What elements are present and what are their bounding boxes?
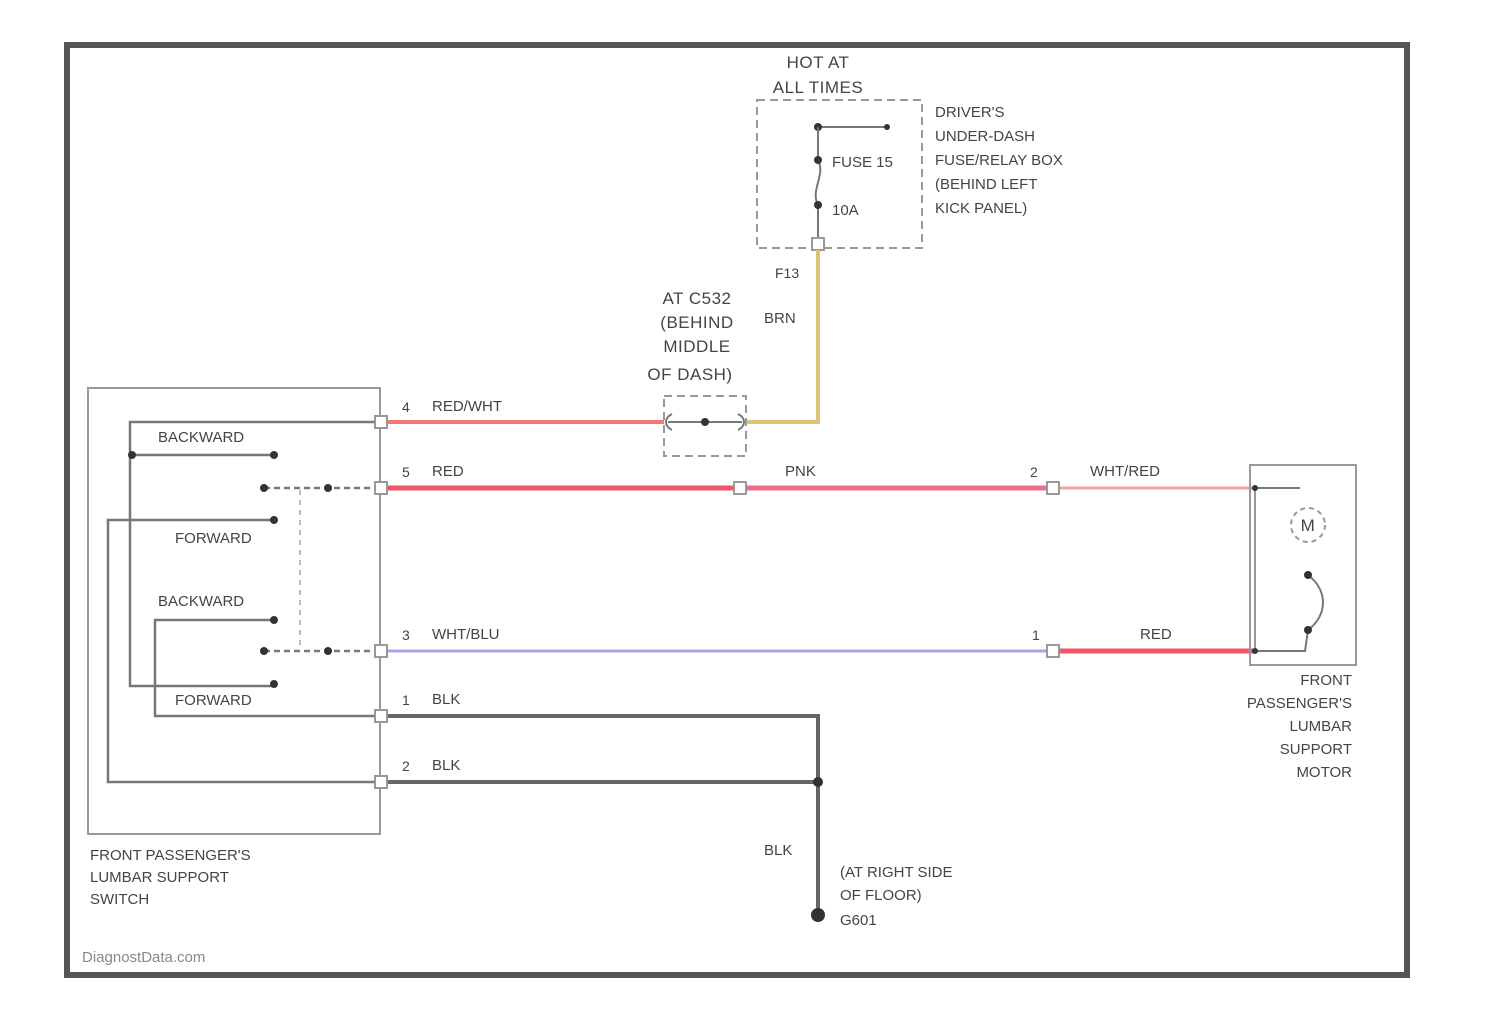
switch-terminal-1 bbox=[375, 710, 387, 722]
motor-label-4: SUPPORT bbox=[1280, 741, 1352, 758]
motor-node bbox=[1304, 626, 1312, 634]
fuse-pin-label: F13 bbox=[775, 265, 799, 281]
splice-label-3: MIDDLE bbox=[663, 337, 730, 356]
diagram-frame bbox=[67, 45, 1407, 975]
fuse-box-label-3: FUSE/RELAY BOX bbox=[935, 152, 1063, 169]
fuse-bottom-node bbox=[814, 201, 822, 209]
fuse-relay-box bbox=[757, 100, 922, 248]
ground-label-2: OF FLOOR) bbox=[840, 887, 922, 904]
switch-node bbox=[324, 484, 332, 492]
switch-terminal-3 bbox=[375, 645, 387, 657]
wire-wht-blu-label: WHT/BLU bbox=[432, 626, 500, 643]
motor-node bbox=[1252, 648, 1258, 654]
wire-blk-ground-label: BLK bbox=[764, 842, 792, 859]
switch-node bbox=[270, 516, 278, 524]
wire-red-label: RED bbox=[432, 463, 464, 480]
fuse-box-label-2: UNDER-DASH bbox=[935, 128, 1035, 145]
splice-label-1: AT C532 bbox=[662, 289, 731, 308]
fuse-box-terminal bbox=[812, 238, 824, 250]
pin-3-label: 3 bbox=[402, 627, 410, 643]
switch-label-1: FRONT PASSENGER'S bbox=[90, 847, 251, 864]
switch-node bbox=[128, 451, 136, 459]
motor-lead-bottom bbox=[1255, 630, 1308, 651]
motor-label-1: FRONT bbox=[1300, 672, 1352, 689]
wire-wht-red-label: WHT/RED bbox=[1090, 463, 1160, 480]
switch-node bbox=[260, 484, 268, 492]
pin-5-label: 5 bbox=[402, 464, 410, 480]
switch-label-3: SWITCH bbox=[90, 891, 149, 908]
splice-label-4: OF DASH) bbox=[647, 365, 732, 384]
switch-terminal-5 bbox=[375, 482, 387, 494]
fuse-box-label-5: KICK PANEL) bbox=[935, 200, 1027, 217]
lumbar-motor-box bbox=[1250, 465, 1356, 665]
hot-label-line-2: ALL TIMES bbox=[773, 78, 863, 97]
ground-point bbox=[811, 908, 825, 922]
splice-node bbox=[701, 418, 709, 426]
switch-label-2: LUMBAR SUPPORT bbox=[90, 869, 229, 886]
switch-node bbox=[324, 647, 332, 655]
switch-pos-backward-2: BACKWARD bbox=[158, 593, 244, 610]
wire-red-motor-label: RED bbox=[1140, 626, 1172, 643]
switch-terminal-2 bbox=[375, 776, 387, 788]
wire-blk-pin1-label: BLK bbox=[432, 691, 460, 708]
fuse-element bbox=[816, 127, 821, 240]
inline-connector-pnk bbox=[734, 482, 746, 494]
ground-splice-node bbox=[813, 777, 823, 787]
ground-label-3: G601 bbox=[840, 912, 877, 929]
motor-winding bbox=[1308, 575, 1323, 630]
motor-connector-pin-2 bbox=[1047, 482, 1059, 494]
motor-label-3: LUMBAR bbox=[1289, 718, 1352, 735]
fuse-top-node bbox=[814, 156, 822, 164]
wire-blk-pin2-label: BLK bbox=[432, 757, 460, 774]
motor-node bbox=[1252, 485, 1258, 491]
motor-symbol: M bbox=[1301, 516, 1316, 535]
motor-label-2: PASSENGER'S bbox=[1247, 695, 1352, 712]
switch-node bbox=[270, 616, 278, 624]
fuse-bus-end bbox=[884, 124, 890, 130]
switch-node bbox=[270, 451, 278, 459]
wire-red-wht-label: RED/WHT bbox=[432, 398, 502, 415]
switch-pos-forward-1: FORWARD bbox=[175, 530, 252, 547]
wire-pnk-label: PNK bbox=[785, 463, 816, 480]
motor-label-5: MOTOR bbox=[1296, 764, 1352, 781]
switch-node bbox=[270, 680, 278, 688]
fuse-box-label-4: (BEHIND LEFT bbox=[935, 176, 1038, 193]
switch-pos-backward-1: BACKWARD bbox=[158, 429, 244, 446]
pin-4-label: 4 bbox=[402, 399, 410, 415]
switch-node bbox=[260, 647, 268, 655]
fuse-box-label-1: DRIVER'S bbox=[935, 104, 1005, 121]
splice-label-2: (BEHIND bbox=[660, 313, 733, 332]
pin-2-label: 2 bbox=[402, 758, 410, 774]
pin-1-label: 1 bbox=[402, 692, 410, 708]
switch-common-feed bbox=[130, 422, 378, 686]
motor-node bbox=[1304, 571, 1312, 579]
switch-pos-forward-2: FORWARD bbox=[175, 692, 252, 709]
switch-terminal-4 bbox=[375, 416, 387, 428]
ground-label-1: (AT RIGHT SIDE bbox=[840, 864, 953, 881]
wire-brn-label: BRN bbox=[764, 310, 796, 327]
motor-pin-1-label: 1 bbox=[1032, 627, 1040, 643]
watermark: DiagnostData.com bbox=[82, 949, 205, 966]
fuse-rating: 10A bbox=[832, 202, 859, 219]
fuse-name: FUSE 15 bbox=[832, 154, 893, 171]
motor-pin-2-label: 2 bbox=[1030, 464, 1038, 480]
motor-connector-pin-1 bbox=[1047, 645, 1059, 657]
hot-label-line-1: HOT AT bbox=[787, 53, 850, 72]
